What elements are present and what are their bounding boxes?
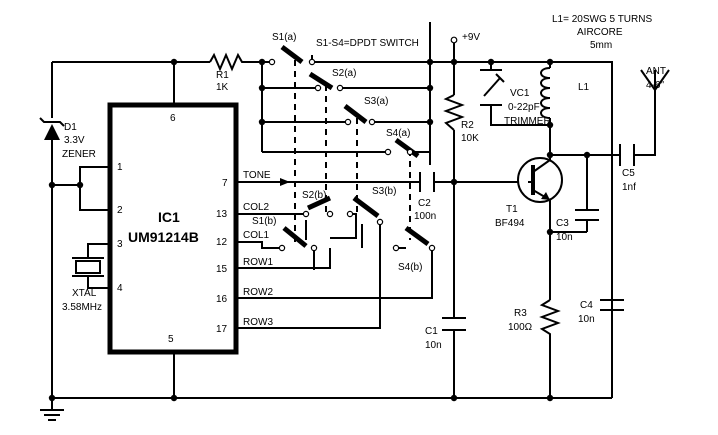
- trimmer-vc1: [480, 69, 505, 106]
- ic1-pin: 6: [170, 113, 176, 124]
- ic1-pin: 7: [222, 178, 228, 189]
- capacitor-c5: [619, 144, 635, 166]
- switch-s1a: [268, 45, 316, 66]
- vc1-value: 0-22pF: [508, 102, 540, 113]
- switch-s1b: [278, 226, 318, 252]
- zener-d1: [39, 117, 65, 160]
- coil-note-line3: 5mm: [590, 40, 612, 51]
- c4-value: 10n: [578, 314, 595, 325]
- ground-icon: [40, 409, 64, 421]
- c5-value: 1nf: [622, 182, 636, 193]
- xtal-value: 3.58MHz: [62, 302, 102, 313]
- switch-s2b: [302, 195, 334, 218]
- col2-label: COL2: [243, 202, 270, 213]
- d1-ref: D1: [64, 122, 77, 133]
- d1-type: ZENER: [62, 149, 96, 160]
- switch-s3a: [343, 104, 376, 126]
- ic1-pin: 3: [117, 239, 123, 250]
- ic1-pin: 12: [216, 237, 228, 248]
- switch-s1a-label: S1(a): [272, 32, 296, 43]
- r3-ref: R3: [514, 308, 527, 319]
- capacitor-c3: [575, 209, 599, 221]
- ic1-pin: 16: [216, 294, 228, 305]
- tone-arrow-icon: [280, 178, 290, 186]
- capacitor-c2: [419, 172, 435, 192]
- c2-ref: C2: [418, 198, 431, 209]
- row1-label: ROW1: [243, 257, 273, 268]
- transistor-t1: [517, 157, 563, 203]
- xtal-ref: XTAL: [72, 288, 97, 299]
- switch-s3b-label: S3(b): [372, 186, 396, 197]
- r1-ref: R1: [216, 70, 229, 81]
- switch-s3b: [346, 196, 384, 226]
- switch-s2a: [308, 71, 344, 92]
- vc1-type: TRIMMER: [504, 116, 551, 127]
- c5-ref: C5: [622, 168, 635, 179]
- row2-label: ROW2: [243, 287, 273, 298]
- resistor-r3: [539, 299, 561, 340]
- r3-value: 100Ω: [508, 322, 533, 333]
- c1-ref: C1: [425, 326, 438, 337]
- switch-s4a: [384, 137, 420, 159]
- ic1-pin: 1: [117, 162, 123, 173]
- ant-value: 4-6": [646, 80, 664, 91]
- c3-value: 10n: [556, 232, 573, 243]
- labels: S1-S4=DPDT SWITCH +9V L1= 20SWG 5 TURNS …: [62, 14, 666, 351]
- switch-s4b-label: S4(b): [398, 262, 422, 273]
- crystal-xtal: [72, 257, 104, 277]
- l1-ref: L1: [578, 82, 590, 93]
- coil-note-line1: L1= 20SWG 5 TURNS: [552, 14, 652, 25]
- ic1-pin: 13: [216, 209, 228, 220]
- ic1-name: IC1: [158, 209, 180, 225]
- c2-value: 100n: [414, 211, 436, 222]
- t1-value: BF494: [495, 218, 525, 229]
- tone-label: TONE: [243, 170, 271, 181]
- coil-note-line2: AIRCORE: [577, 27, 623, 38]
- ic1-pin: 5: [168, 334, 174, 345]
- antenna-icon: [640, 69, 670, 92]
- ic1-pin: 15: [216, 264, 228, 275]
- ic1-package: IC1 UM91214B 1 2 3 4 5 6 7 13 12 15 16 1…: [107, 102, 239, 355]
- ic1-pin: 2: [117, 205, 123, 216]
- switch-s3a-label: S3(a): [364, 96, 388, 107]
- inductor-l1: [540, 67, 551, 119]
- ic1-pin: 4: [117, 283, 123, 294]
- col1-label: COL1: [243, 230, 270, 241]
- switch-s2a-label: S2(a): [332, 68, 356, 79]
- vc1-ref: VC1: [510, 88, 530, 99]
- c3-ref: C3: [556, 218, 569, 229]
- ant-ref: ANT: [646, 66, 666, 77]
- d1-value: 3.3V: [64, 135, 85, 146]
- r2-value: 10K: [461, 133, 479, 144]
- switch-s4a-label: S4(a): [386, 128, 410, 139]
- supply-terminal: [450, 36, 458, 44]
- c1-value: 10n: [425, 340, 442, 351]
- c4-ref: C4: [580, 300, 593, 311]
- ic1-part: UM91214B: [128, 229, 199, 245]
- switch-s4b: [392, 225, 436, 252]
- r2-ref: R2: [461, 120, 474, 131]
- ic1-pin: 17: [216, 324, 228, 335]
- switch-s1b-label: S1(b): [252, 216, 276, 227]
- capacitor-c1: [442, 317, 466, 331]
- switch-note: S1-S4=DPDT SWITCH: [316, 38, 419, 49]
- resistor-r1: [209, 52, 246, 72]
- switch-s2b-label: S2(b): [302, 190, 326, 201]
- resistor-r2: [443, 94, 465, 131]
- row3-label: ROW3: [243, 317, 273, 328]
- supply-label: +9V: [462, 32, 480, 43]
- t1-ref: T1: [506, 204, 518, 215]
- junction-dots: [48, 58, 591, 402]
- r1-value: 1K: [216, 82, 229, 93]
